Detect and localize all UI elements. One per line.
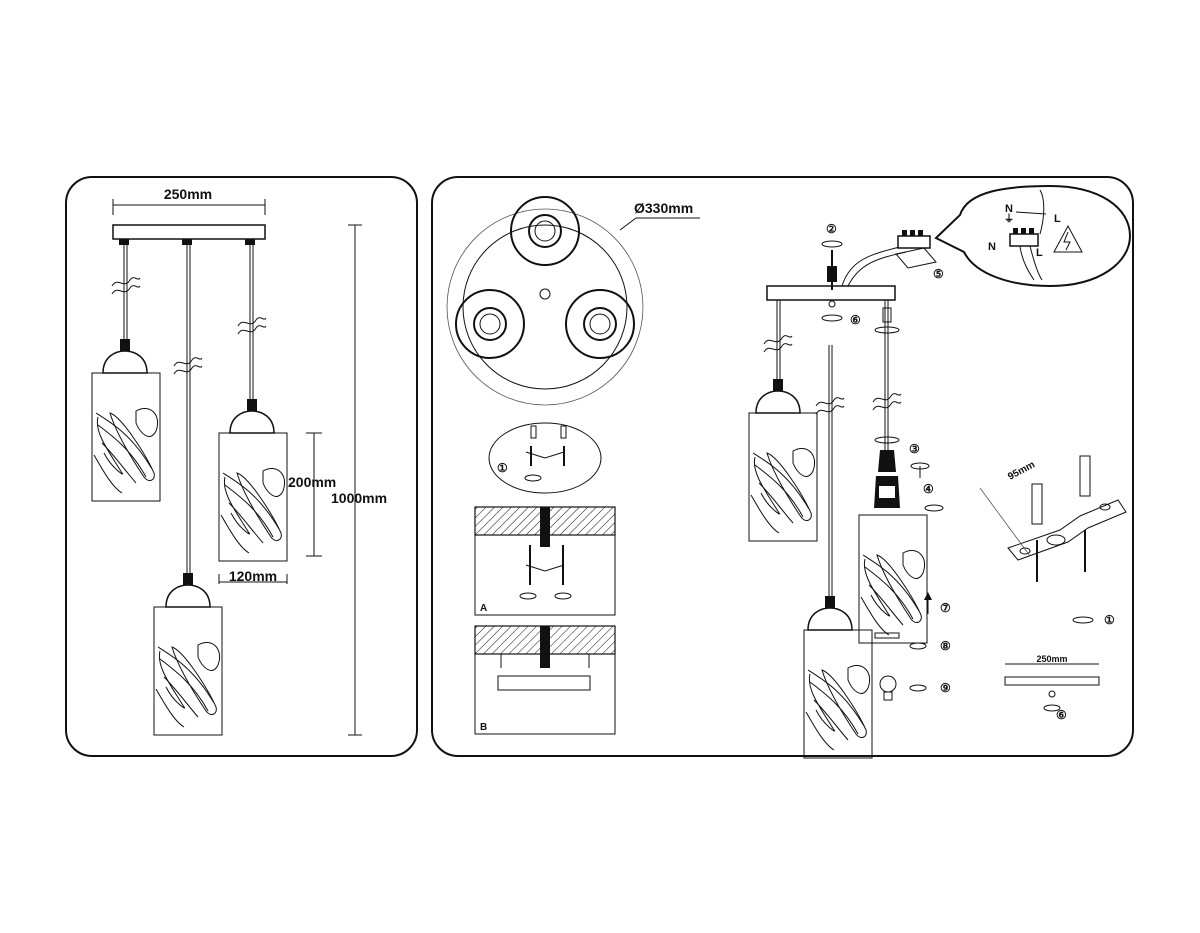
shade-height-dimension: 200mm (288, 432, 336, 557)
wiring-n-top: N (1005, 203, 1013, 215)
plate-detail: 250mm ⑥ (1004, 654, 1100, 722)
lightbulb-icon (879, 675, 897, 701)
lock-ring (874, 632, 900, 639)
bracket-spacing-label: 95mm (1006, 459, 1037, 482)
right-panel-frame (431, 176, 1134, 757)
mounting-detail-step-1: ① (488, 422, 602, 494)
dowel-icon (530, 425, 537, 439)
step-1-label: ① (497, 461, 508, 475)
shade-center (153, 606, 223, 736)
warning-icon (1053, 224, 1083, 253)
shade-width-dimension: 120mm (218, 568, 288, 584)
diameter-label: Ø330mm (634, 200, 693, 216)
detail-a-label: A (480, 603, 487, 614)
step-8-label: ⑧ (940, 639, 951, 653)
cord-break-left (111, 277, 141, 295)
bracket-step-1-label: ① (1104, 613, 1115, 627)
cord-break-right (237, 317, 267, 335)
detail-b-label: B (480, 722, 487, 733)
wiring-l-bottom: L (1036, 247, 1043, 259)
canopy-top-view: Ø330mm (446, 196, 700, 406)
step-3-label: ③ (909, 442, 920, 456)
shade-left (91, 372, 161, 502)
terminal-block (897, 235, 931, 249)
left-panel-frame (65, 176, 418, 757)
mounting-bracket-detail: 95mm ① (979, 455, 1127, 627)
wiring-detail: N L N L ⏚ (934, 184, 1132, 288)
total-height-dimension: 1000mm (331, 224, 387, 736)
step-6-label: ⑥ (850, 313, 861, 327)
cord-break-center (173, 357, 203, 375)
step-2-label: ② (826, 222, 837, 236)
assembly-shade-center (803, 629, 873, 759)
earth-symbol: ⏚ (1004, 213, 1014, 225)
wiring-n-bottom: N (988, 241, 996, 253)
canopy (112, 224, 266, 240)
plate-step-6-label: ⑥ (1056, 708, 1067, 722)
step-7-label: ⑦ (940, 601, 951, 615)
step-9-label: ⑨ (940, 681, 951, 695)
assembly-shade-left (748, 412, 818, 542)
detail-a: A (474, 506, 616, 616)
shade-width-label: 120mm (229, 568, 277, 584)
shade-right (218, 432, 288, 562)
step-5-label: ⑤ (933, 267, 944, 281)
width-label: 250mm (164, 186, 212, 202)
total-height-label: 1000mm (331, 490, 387, 506)
shade-height-label: 200mm (288, 474, 336, 490)
wiring-l-top: L (1054, 213, 1061, 225)
assembly-shade-right (858, 514, 928, 644)
detail-b: B (474, 625, 616, 735)
step-4-label: ④ (923, 482, 934, 496)
twist-arrow-icon (821, 240, 843, 248)
plate-width-label: 250mm (1036, 654, 1067, 664)
supply-wire (841, 245, 905, 287)
width-dimension: 250mm (112, 186, 266, 215)
